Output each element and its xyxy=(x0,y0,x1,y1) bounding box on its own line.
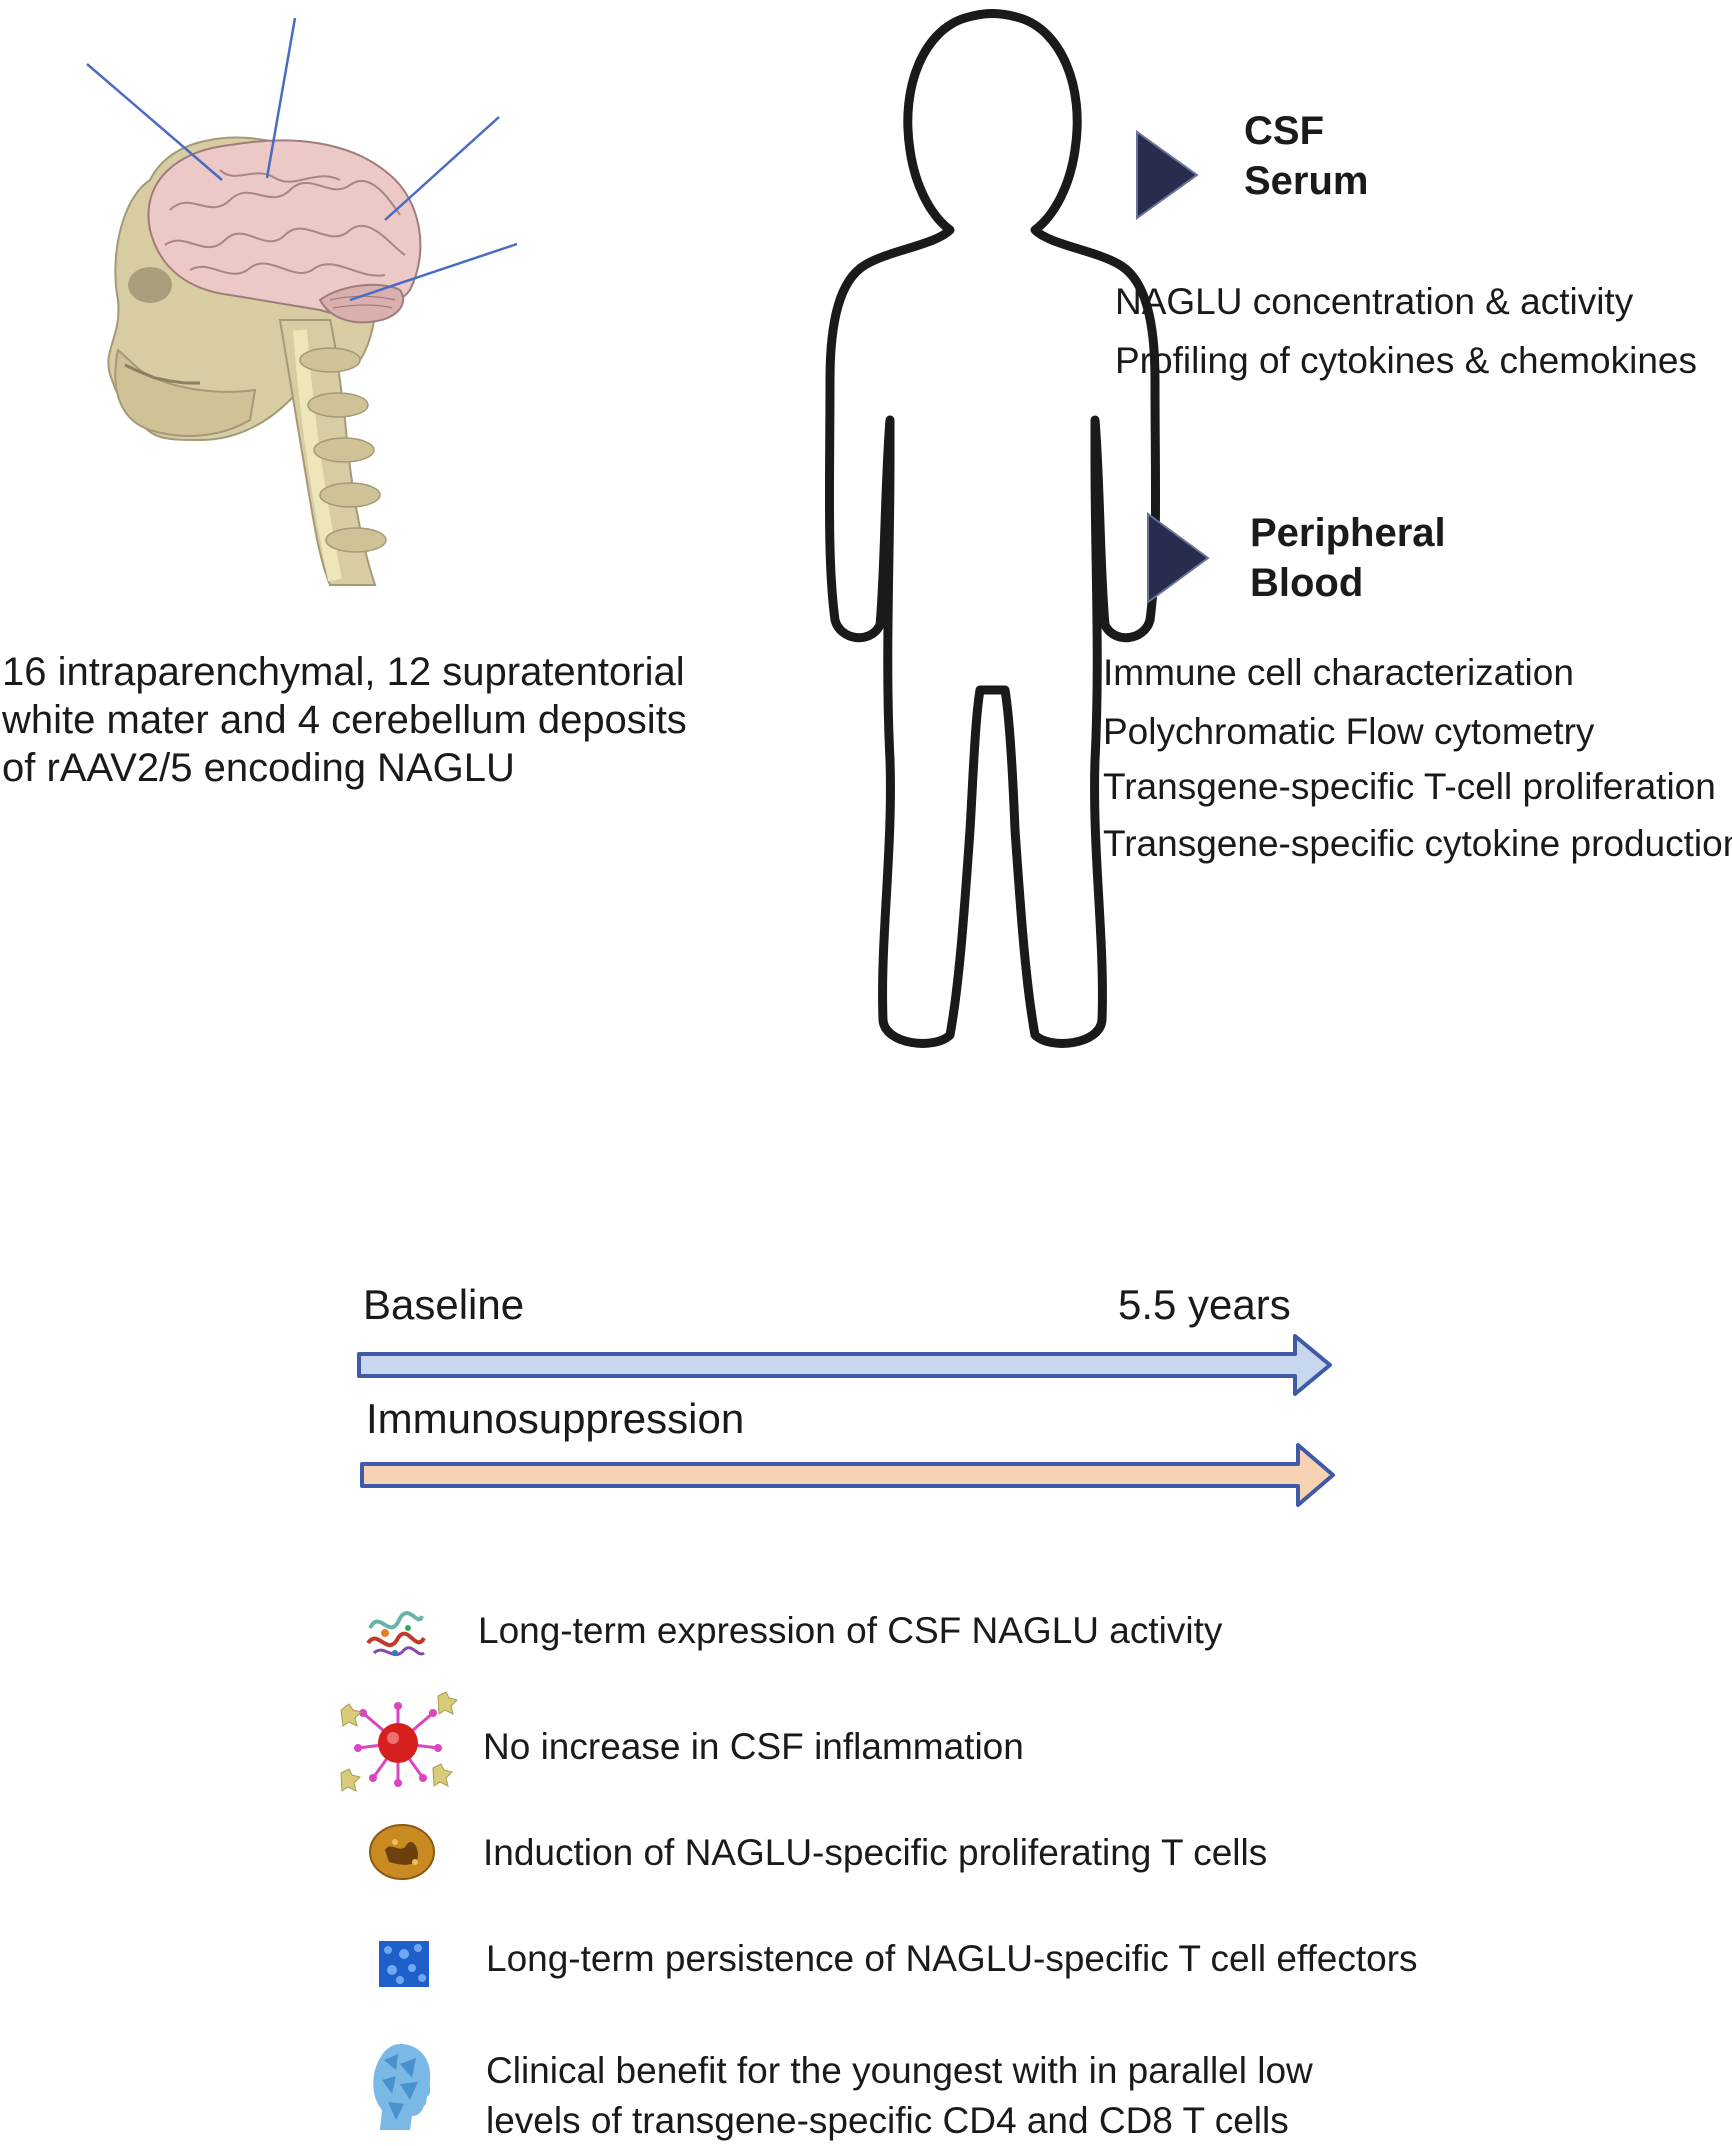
triangle-icon xyxy=(1147,512,1210,604)
protein-structure-icon xyxy=(362,1600,428,1666)
outcome-text: No increase in CSF inflammation xyxy=(483,1726,1024,1767)
outcome-text-line: levels of transgene-specific CD4 and CD8… xyxy=(486,2100,1289,2141)
blood-item: Transgene-specific T-cell proliferation xyxy=(1103,766,1716,807)
effector-cell-icon xyxy=(379,1941,429,1987)
cerebellum-shape xyxy=(318,283,405,324)
injection-pointer-lines xyxy=(86,17,518,302)
csf-section-title: CSF Serum xyxy=(1244,106,1369,206)
timeline-start-label: Baseline xyxy=(363,1281,525,1328)
outcome-text: Induction of NAGLU-specific proliferatin… xyxy=(483,1832,1268,1873)
title-line: CSF xyxy=(1244,109,1324,153)
blood-section-title: Peripheral Blood xyxy=(1250,508,1446,608)
proliferating-cell-icon xyxy=(369,1824,435,1880)
caption-line: of rAAV2/5 encoding NAGLU xyxy=(2,746,515,790)
caption-line: 16 intraparenchymal, 12 supratentorial xyxy=(2,650,685,694)
triangle-icon xyxy=(1136,130,1199,220)
jaw-shape xyxy=(114,348,257,437)
blood-item: Immune cell characterization xyxy=(1103,652,1574,693)
baseline-arrow xyxy=(357,1334,1332,1396)
immunosuppression-label: Immunosuppression xyxy=(366,1395,745,1442)
blood-item: Transgene-specific cytokine production xyxy=(1103,823,1732,864)
cytokine-cell-icon xyxy=(340,1691,458,1792)
immunosuppression-arrow xyxy=(360,1443,1335,1507)
csf-item: Profiling of cytokines & chemokines xyxy=(1115,340,1697,381)
blood-item: Polychromatic Flow cytometry xyxy=(1103,711,1595,752)
outcome-text: Clinical benefit for the youngest with i… xyxy=(486,2046,1313,2146)
title-line: Serum xyxy=(1244,159,1369,203)
csf-item: NAGLU concentration & activity xyxy=(1115,281,1634,322)
title-line: Blood xyxy=(1250,561,1364,605)
outcome-text: Long-term persistence of NAGLU-specific … xyxy=(486,1938,1418,1979)
child-silhouette-icon xyxy=(824,9,1161,1048)
outcome-text: Long-term expression of CSF NAGLU activi… xyxy=(478,1610,1223,1651)
outcome-text-line: Clinical benefit for the youngest with i… xyxy=(486,2050,1313,2091)
head-profile-icon xyxy=(373,2044,431,2130)
skull-brain-illustration xyxy=(86,17,518,586)
caption-line: white mater and 4 cerebellum deposits xyxy=(2,698,687,742)
injection-caption: 16 intraparenchymal, 12 supratentorial w… xyxy=(2,648,687,792)
timeline-end-label: 5.5 years xyxy=(1118,1281,1291,1328)
title-line: Peripheral xyxy=(1250,511,1446,555)
